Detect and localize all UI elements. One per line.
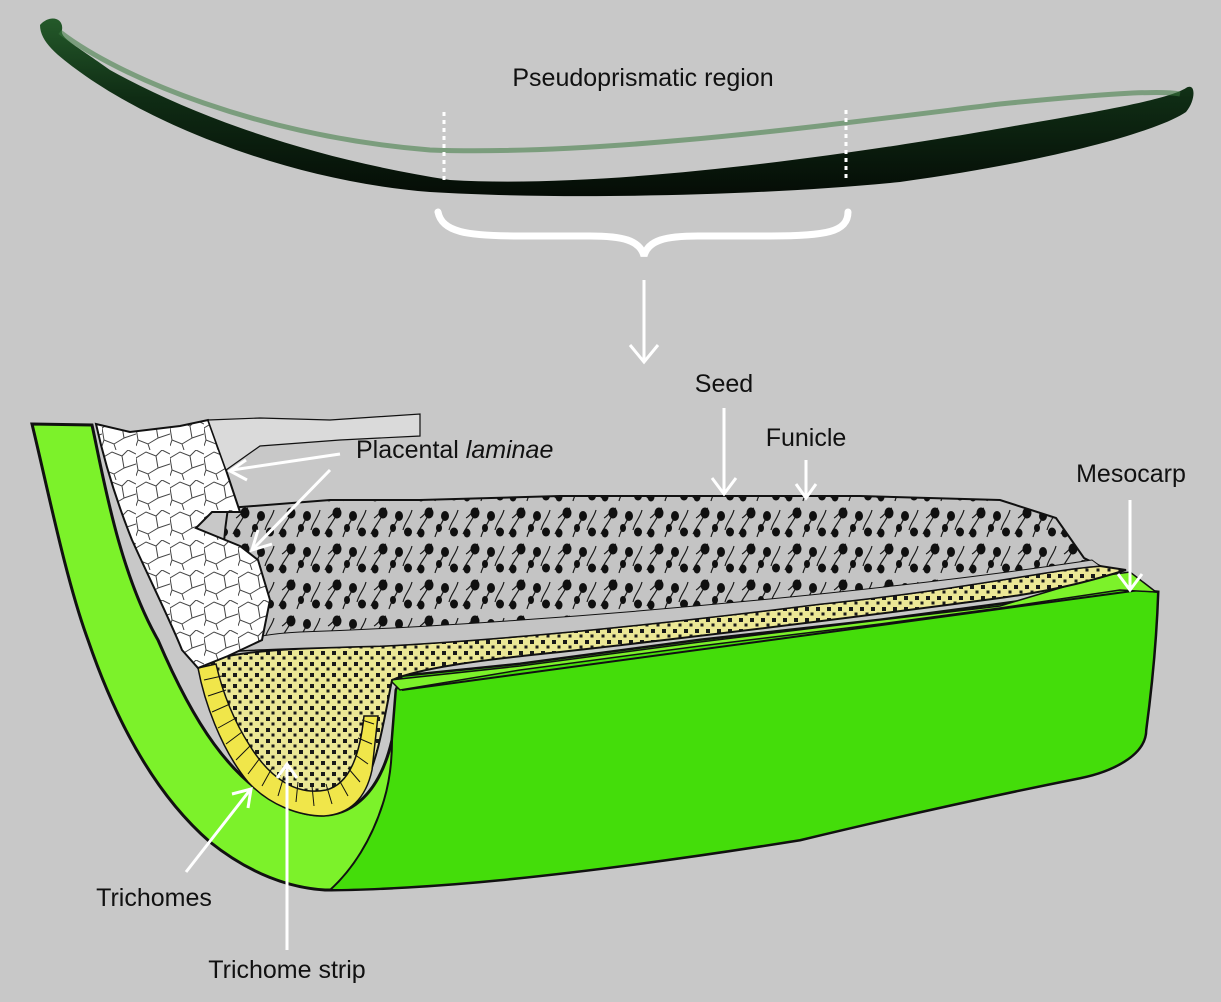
placental-label-italic: laminae — [466, 436, 554, 464]
funicle-arrow — [794, 460, 818, 501]
placental-label-prefix: Placental — [356, 436, 466, 464]
mesocarp-arrow — [1116, 500, 1144, 593]
seed-bed-floor — [224, 559, 1102, 653]
pod-highlight — [58, 30, 1181, 154]
mesocarp-rim — [388, 571, 1159, 691]
down-arrow — [628, 280, 660, 365]
seed-arrow — [710, 408, 738, 497]
label-seed: Seed — [695, 370, 753, 398]
label-trichomes: Trichomes — [96, 884, 212, 912]
region-brace — [434, 208, 852, 258]
seed-pod — [40, 18, 1194, 197]
fruit-cross-section — [30, 413, 1160, 892]
label-funicle: Funicle — [766, 424, 847, 452]
pod-body — [40, 18, 1194, 197]
trichome-strip-arrow — [275, 761, 299, 950]
mesocarp-edge — [401, 589, 1141, 691]
trichomes-arrow — [184, 786, 253, 873]
trichome-hairs — [203, 675, 375, 807]
label-placental-laminae: Placental laminae — [356, 436, 553, 464]
label-pseudoprismatic-region: Pseudoprismatic region — [512, 64, 773, 92]
placental-arrows — [227, 452, 341, 553]
placental-upper-sheet — [207, 413, 421, 471]
label-mesocarp: Mesocarp — [1076, 460, 1186, 488]
placental-laminae — [94, 418, 272, 670]
label-trichome-strip: Trichome strip — [208, 956, 365, 984]
